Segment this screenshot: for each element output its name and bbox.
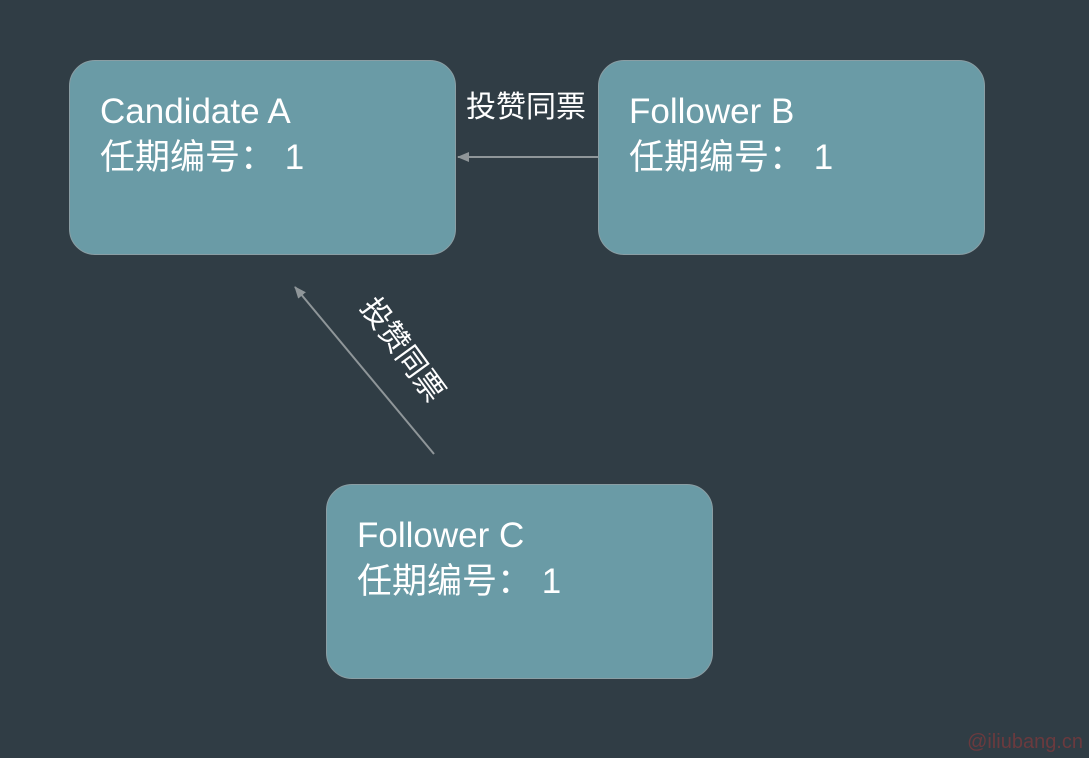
node-title: Follower C: [357, 516, 525, 555]
edge-label-b-to-a: 投赞同票: [466, 90, 586, 125]
watermark: @iliubang.cn: [967, 731, 1083, 753]
node-title: Follower B: [629, 92, 795, 131]
node-candidate-a: Candidate A 任期编号： 1: [69, 60, 456, 255]
node-follower-c: Follower C 任期编号： 1: [326, 484, 713, 679]
node-title: Candidate A: [100, 92, 291, 131]
node-term: 任期编号： 1: [100, 138, 305, 177]
node-term: 任期编号： 1: [629, 138, 834, 177]
node-term: 任期编号： 1: [357, 562, 562, 601]
node-follower-b: Follower B 任期编号： 1: [598, 60, 985, 255]
edge-c-to-a: [294, 286, 435, 455]
